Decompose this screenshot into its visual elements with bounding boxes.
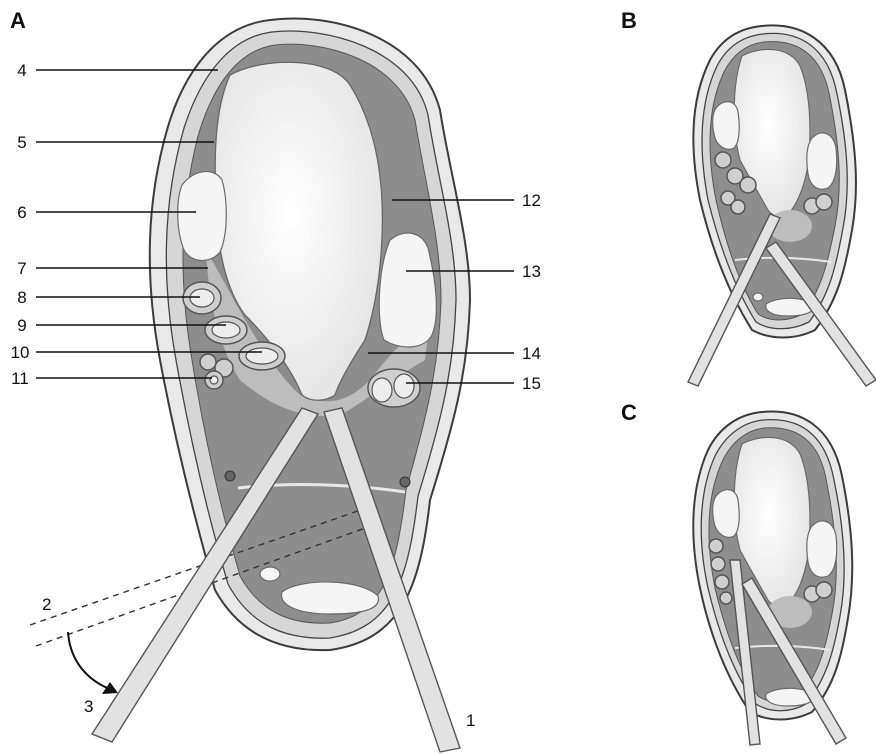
tendon-b-left: [713, 102, 740, 150]
ring-b-3: [740, 177, 756, 193]
label-5: 5: [17, 133, 26, 152]
ring-b-5: [731, 200, 745, 214]
ring-c-1: [709, 539, 723, 553]
label-14: 14: [522, 344, 541, 363]
vessel-right: [400, 477, 410, 487]
label-13: 13: [522, 262, 541, 281]
tendon-c-left: [713, 490, 740, 538]
portal-label-3: 3: [84, 697, 93, 716]
volar-structure-small: [260, 567, 280, 581]
panel-a: A: [10, 8, 541, 752]
tendon-ring-8-core: [190, 289, 214, 307]
rotation-arrow: [68, 632, 112, 690]
tendon-b-right: [807, 133, 837, 189]
label-4: 4: [17, 61, 26, 80]
tendon-ring-10-core: [246, 348, 278, 364]
tendon-ring-15-core-a: [372, 378, 392, 402]
panel-label-b: B: [621, 8, 637, 33]
label-9: 9: [17, 316, 26, 335]
ring-c-3: [715, 575, 729, 589]
ring-c-4: [720, 592, 732, 604]
ring-c-2: [711, 557, 725, 571]
volar-b-small: [753, 293, 763, 301]
tendon-13: [379, 233, 436, 347]
label-10: 10: [11, 343, 30, 362]
rotation-arrowhead: [102, 682, 118, 694]
ring-b-7: [816, 194, 832, 210]
portal-label-1: 1: [466, 711, 475, 730]
portal-label-2: 2: [42, 595, 51, 614]
label-11: 11: [11, 369, 29, 388]
ring-b-1: [715, 152, 731, 168]
ring-c-6: [816, 582, 832, 598]
label-8: 8: [17, 288, 26, 307]
panel-label-a: A: [10, 8, 26, 33]
vessel-left: [225, 471, 235, 481]
panel-c: C: [621, 400, 852, 745]
tendon-c-right: [807, 521, 837, 577]
label-15: 15: [522, 374, 541, 393]
small-ring-11a: [200, 354, 216, 370]
label-7: 7: [17, 259, 26, 278]
tendon-6: [178, 172, 227, 261]
panel-b: B: [621, 8, 876, 386]
label-6: 6: [17, 203, 26, 222]
panel-label-c: C: [621, 400, 637, 425]
label-12: 12: [522, 191, 541, 210]
tendon-ring-15-core-b: [394, 374, 414, 398]
